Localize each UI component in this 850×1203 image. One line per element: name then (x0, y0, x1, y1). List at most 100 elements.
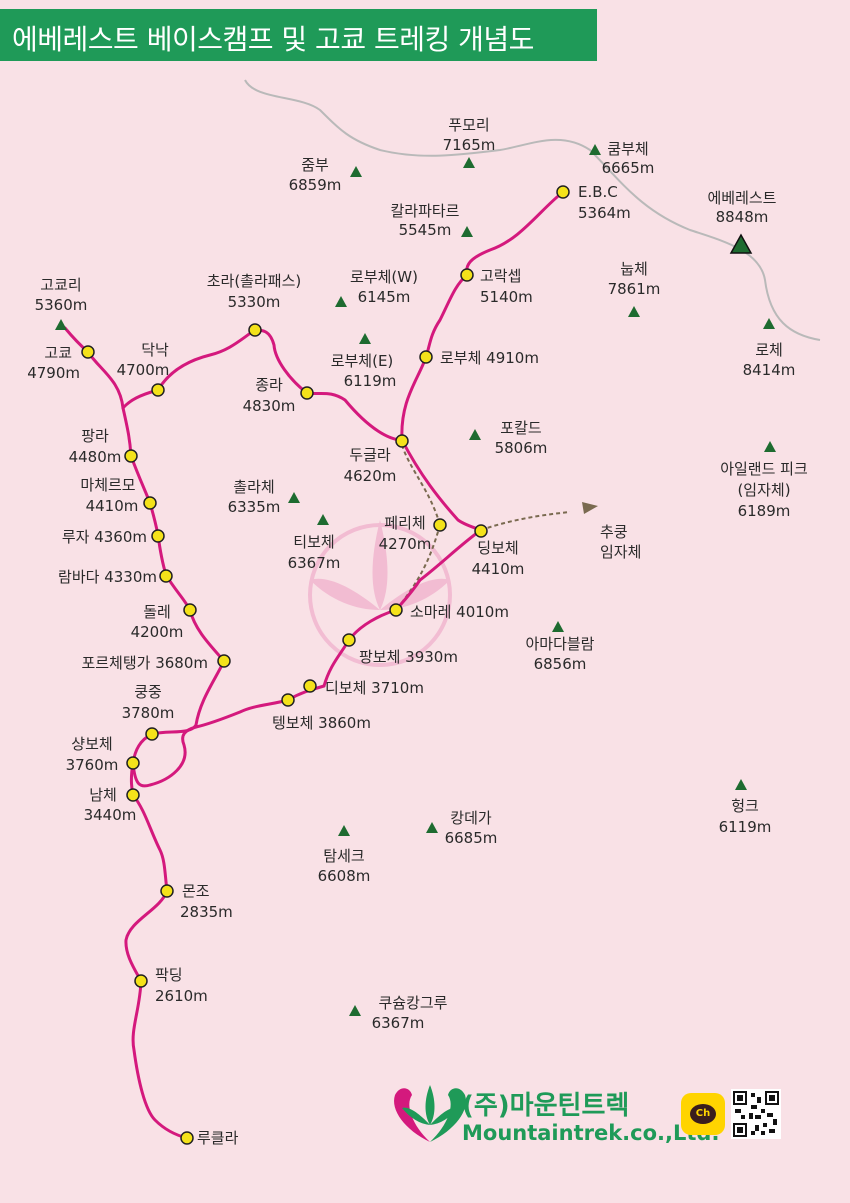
mountain-icon (735, 779, 747, 790)
waypoint-dot (433, 518, 447, 532)
waypoint-label: 종라 (255, 376, 283, 394)
waypoint-dot (126, 788, 140, 802)
waypoint-alt: 4410m (86, 497, 139, 515)
peak-label: 에베레스트 (707, 189, 776, 207)
glacier-rivers (244, 79, 821, 341)
side-destination-label: 추쿵 (600, 523, 628, 541)
mountain-icon (350, 166, 362, 177)
waypoint-dot (183, 603, 197, 617)
company-name-en: Mountaintrek.co.,Ltd. (462, 1121, 720, 1145)
mountain-icon (589, 144, 601, 155)
waypoint-dot (160, 884, 174, 898)
mountain-icon (461, 226, 473, 237)
side-destination-sub: 임자체 (600, 543, 641, 561)
waypoint-label: 샹보체 (71, 735, 112, 753)
waypoint-label: 텡보체 3860m (272, 714, 371, 732)
waypoint-dot (159, 569, 173, 583)
peak-alt: 6145m (358, 288, 411, 306)
peak-label: 티보체 (293, 533, 334, 551)
peak-label: 포칼드 (500, 419, 542, 437)
peak-label: 아마다블람 (525, 635, 594, 653)
waypoint-dot (126, 756, 140, 770)
waypoint-dot (342, 633, 356, 647)
peak-markers (55, 144, 776, 1016)
waypoint-label: 두글라 (349, 446, 391, 464)
peak-label: 줌부 (301, 156, 329, 174)
waypoint-dot (248, 323, 262, 337)
waypoint-label: 쿵중 (134, 683, 162, 701)
waypoint-alt: 4620m (344, 467, 397, 485)
peak-alt: 7165m (443, 136, 496, 154)
peak-label: 눕체 (620, 260, 648, 278)
peak-alt: 6367m (288, 554, 341, 572)
waypoint-label: 고쿄 (44, 344, 72, 362)
mountain-icon (469, 429, 481, 440)
waypoint-alt: 2610m (155, 987, 208, 1005)
mountain-icon (349, 1005, 361, 1016)
peak-label: 로부체(W) (350, 268, 418, 286)
mountain-icon (426, 822, 438, 833)
waypoint-dot (556, 185, 570, 199)
peak-alt: 6335m (228, 498, 281, 516)
waypoint-label: 마체르모 (80, 476, 135, 494)
waypoint-alt: 4410m (472, 560, 525, 578)
waypoint-alt: 4200m (131, 623, 184, 641)
kakao-channel-label: Ch (690, 1104, 716, 1124)
peak-label: 캉데가 (450, 809, 492, 827)
peak-alt: 6856m (534, 655, 587, 673)
peak-alt: 5545m (399, 221, 452, 239)
waypoint-label: 닥낙 (141, 341, 169, 359)
mountain-icon (552, 621, 564, 632)
waypoint-label: 팡라 (81, 427, 109, 445)
waypoint-label: 초라(촐라패스) (207, 272, 302, 290)
peak-alt: 5806m (495, 439, 548, 457)
waypoint-label: 고락셉 (480, 267, 521, 285)
peak-label: 탐세크 (323, 847, 364, 865)
peak-label: 헝크 (731, 797, 759, 815)
waypoint-dot (124, 449, 138, 463)
title-banner: 에베레스트 베이스캠프 및 고쿄 트레킹 개념도 (0, 9, 597, 61)
waypoint-alt: 5364m (578, 204, 631, 222)
peak-label: 촐라체 (233, 478, 274, 496)
peak-alt: 8848m (716, 208, 769, 226)
waypoint-dot (151, 383, 165, 397)
mountain-icon (628, 306, 640, 317)
waypoint-dot (303, 679, 317, 693)
waypoint-dot (474, 524, 488, 538)
peak-alt: 6119m (719, 818, 772, 836)
mountain-icon (55, 319, 67, 330)
waypoint-dot (281, 693, 295, 707)
waypoint-label: 소마레 4010m (410, 603, 509, 621)
waypoint-alt: 5330m (228, 293, 281, 311)
peak-alt: 5360m (35, 296, 88, 314)
peak-label: 로체 (755, 341, 783, 359)
waypoint-label: 디보체 3710m (325, 679, 424, 697)
kakao-channel-icon[interactable]: Ch (681, 1093, 725, 1135)
mountain-icon (763, 318, 775, 329)
qr-code-icon[interactable] (731, 1089, 781, 1139)
waypoint-label: 람바다 4330m (58, 568, 157, 586)
waypoint-dot (419, 350, 433, 364)
mountain-icon (764, 441, 776, 452)
mountain-icon (463, 157, 475, 168)
peak-label: 고쿄리 (40, 276, 81, 294)
waypoint-label: 루클라 (197, 1129, 239, 1147)
peak-alt: 6608m (318, 867, 371, 885)
mountain-icon (338, 825, 350, 836)
peak-label: 로부체(E) (331, 352, 394, 370)
company-name-ko: (주)마운틴트렉 (462, 1091, 630, 1121)
waypoint-label: 팡보체 3930m (359, 648, 458, 666)
waypoint-label: 딩보체 (477, 539, 518, 557)
peak-label: 아일랜드 피크 (720, 460, 808, 478)
peak-labels: 푸모리 7165m 쿰부체 6665m 줌부 6859m 칼라파타르 5545m… (35, 116, 808, 1032)
waypoint-alt: 4830m (243, 397, 296, 415)
company-logo-icon (394, 1085, 466, 1142)
waypoint-dot (81, 345, 95, 359)
peak-alt: 8414m (743, 361, 796, 379)
peak-label: 쿰부체 (607, 140, 648, 158)
waypoint-labels: E.B.C 5364m 고락셉 5140m 초라(촐라패스) 5330m 고쿄 … (27, 183, 641, 1147)
waypoint-alt: 3440m (84, 806, 137, 824)
peak-alt: 6665m (602, 159, 655, 177)
waypoint-label: 로부체 4910m (440, 349, 539, 367)
